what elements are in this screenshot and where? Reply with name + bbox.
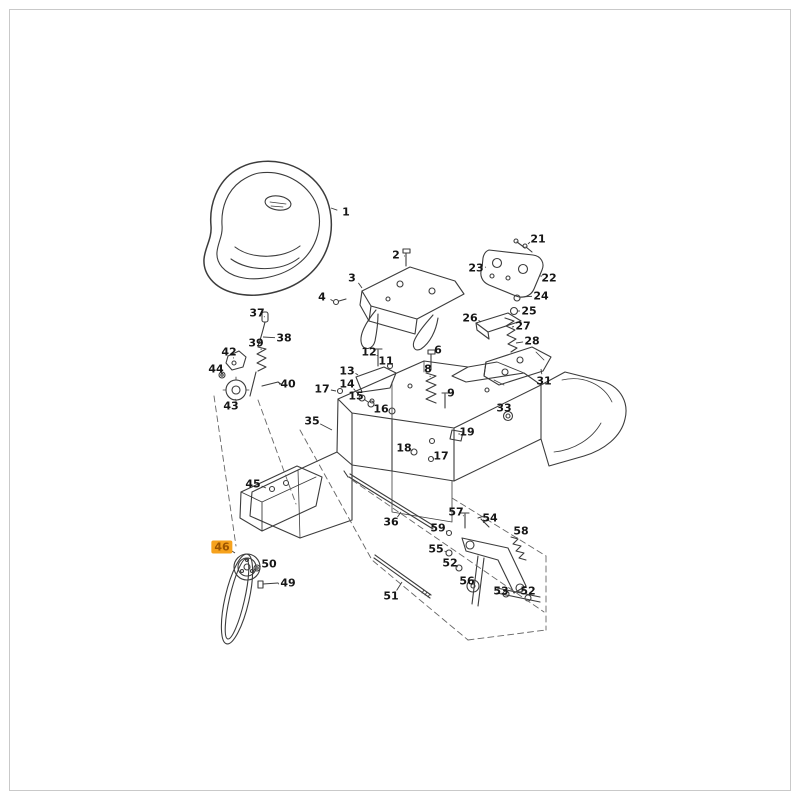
chassis-drawing <box>249 360 627 539</box>
part-callout-21[interactable]: 21 <box>530 232 546 246</box>
rod-51-drawing <box>373 554 432 599</box>
part-callout-36[interactable]: 36 <box>383 515 399 529</box>
part-callout-52[interactable]: 52 <box>520 584 536 598</box>
part-callout-24[interactable]: 24 <box>533 289 549 303</box>
part-callout-51[interactable]: 51 <box>383 589 399 603</box>
part-callout-42[interactable]: 42 <box>221 345 237 359</box>
part-callout-19[interactable]: 19 <box>459 425 475 439</box>
part-callout-12[interactable]: 12 <box>361 345 377 359</box>
part-callout-58[interactable]: 58 <box>513 524 529 538</box>
screw-4-drawing <box>332 298 347 306</box>
bracket-31-drawing <box>483 346 552 386</box>
part-callout-56[interactable]: 56 <box>459 574 475 588</box>
part-callout-49[interactable]: 49 <box>280 576 296 590</box>
part-callout-31[interactable]: 31 <box>536 374 552 388</box>
part-callout-44[interactable]: 44 <box>208 362 224 376</box>
part-callout-53[interactable]: 53 <box>493 584 509 598</box>
part-callout-22[interactable]: 22 <box>541 271 557 285</box>
part-callout-17[interactable]: 17 <box>314 382 330 396</box>
part-callout-52[interactable]: 52 <box>442 556 458 570</box>
part-callout-55[interactable]: 55 <box>428 542 444 556</box>
part-callout-37[interactable]: 37 <box>249 306 265 320</box>
seat-bracket-drawing <box>359 266 465 351</box>
part-callout-13[interactable]: 13 <box>339 364 355 378</box>
cam-42-44-drawing <box>218 350 250 404</box>
washer-33-drawing <box>502 410 514 422</box>
part-callout-23[interactable]: 23 <box>468 261 484 275</box>
part-callout-28[interactable]: 28 <box>524 334 540 348</box>
part-callout-4[interactable]: 4 <box>318 290 326 304</box>
part-callout-38[interactable]: 38 <box>276 331 292 345</box>
part-callout-15[interactable]: 15 <box>348 389 364 403</box>
part-callout-54[interactable]: 54 <box>482 511 498 525</box>
part-callout-27[interactable]: 27 <box>515 319 531 333</box>
part-callout-14[interactable]: 14 <box>339 377 355 391</box>
part-callout-57[interactable]: 57 <box>448 505 464 519</box>
bolt-2-drawing <box>402 248 411 267</box>
rod-36-drawing <box>343 470 435 530</box>
part-callout-45[interactable]: 45 <box>245 477 261 491</box>
part-callout-33[interactable]: 33 <box>496 401 512 415</box>
part-callout-1[interactable]: 1 <box>342 205 350 219</box>
part-callout-39[interactable]: 39 <box>248 336 264 350</box>
part-callout-50[interactable]: 50 <box>261 557 277 571</box>
assembly-dashed-lines <box>213 395 547 641</box>
part-callout-3[interactable]: 3 <box>348 271 356 285</box>
seat-drawing <box>203 160 333 296</box>
part-callout-18[interactable]: 18 <box>396 441 412 455</box>
part-callout-9[interactable]: 9 <box>447 386 455 400</box>
selected-part-callout-46[interactable]: 46 <box>211 540 233 554</box>
part-callout-40[interactable]: 40 <box>280 377 296 391</box>
part-callout-35[interactable]: 35 <box>304 414 320 428</box>
belt-46-drawing <box>220 553 261 645</box>
part-callout-17[interactable]: 17 <box>433 449 449 463</box>
part-callout-25[interactable]: 25 <box>521 304 537 318</box>
part-callout-8[interactable]: 8 <box>424 362 432 376</box>
part-callout-59[interactable]: 59 <box>430 521 446 535</box>
part-callout-43[interactable]: 43 <box>223 399 239 413</box>
front-frame-45-drawing <box>239 465 323 532</box>
part-callout-26[interactable]: 26 <box>462 311 478 325</box>
part-callout-11[interactable]: 11 <box>378 354 394 368</box>
part-callout-16[interactable]: 16 <box>373 402 389 416</box>
hinge-plate-drawing <box>475 238 544 353</box>
spring-28-drawing <box>504 317 518 353</box>
lever-37-40-drawing <box>249 311 283 397</box>
part-callout-6[interactable]: 6 <box>434 343 442 357</box>
part-callout-2[interactable]: 2 <box>392 248 400 262</box>
